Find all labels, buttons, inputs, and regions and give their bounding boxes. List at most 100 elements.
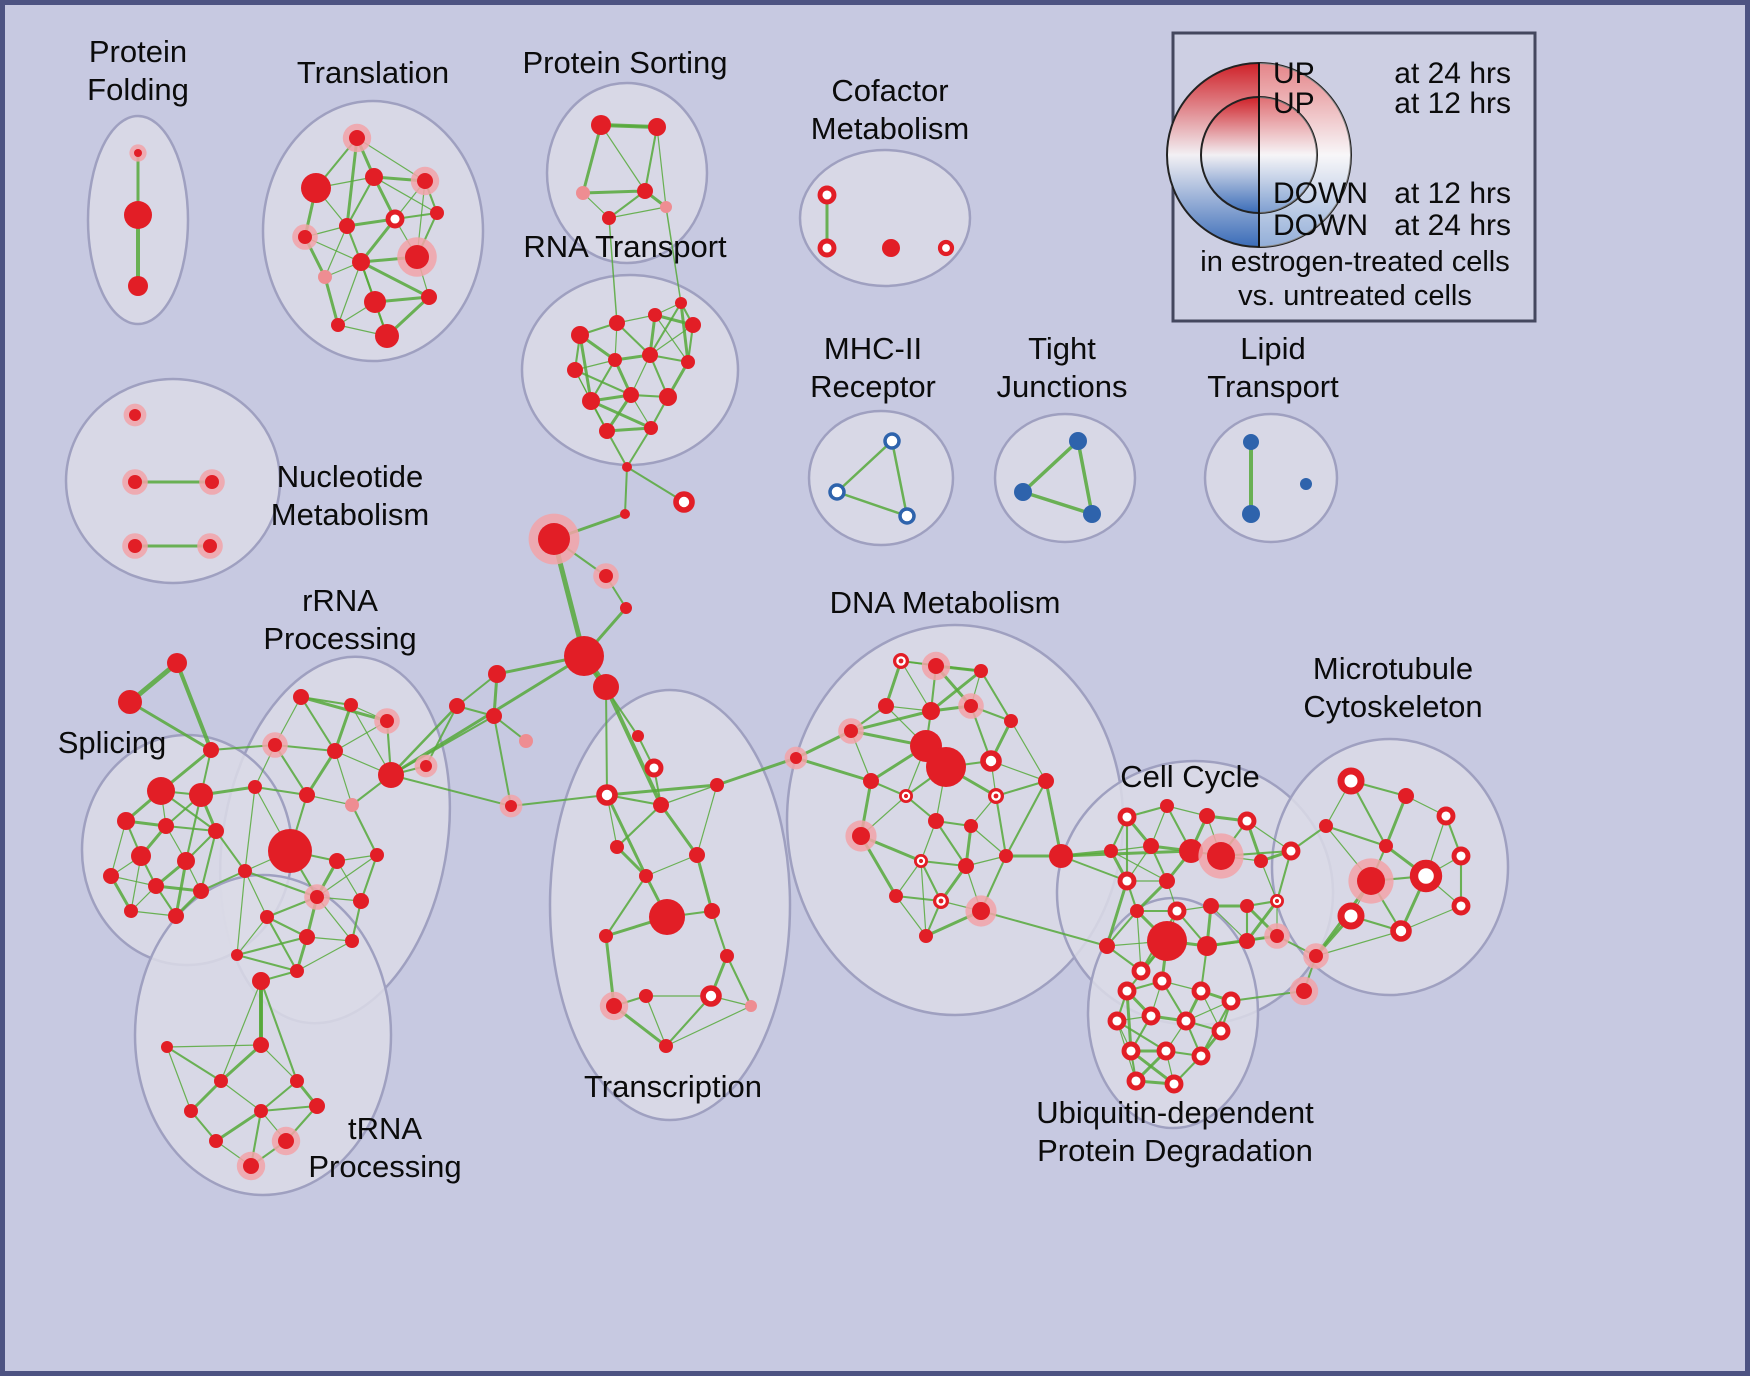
rna-transport-node-solid: [582, 392, 600, 410]
dna-metabolism-node-dot: [988, 788, 1004, 804]
mhc-ii-receptor-ellipse: [807, 409, 955, 547]
cofactor-metabolism-node-ring: [817, 185, 837, 205]
protein-sorting-edge: [581, 123, 603, 195]
cell-cycle-node-solid: [1240, 899, 1254, 913]
rrna-processing-node-solid: [299, 787, 315, 803]
cell-cycle-node-solid: [1099, 938, 1115, 954]
translation-node-solid: [375, 324, 399, 348]
cell-cycle-node-solid: [1104, 844, 1118, 858]
connectors-node-solid: [564, 636, 604, 676]
transcription-node-solid: [639, 869, 653, 883]
lipid-transport-label: Transport: [1207, 369, 1339, 404]
cell-cycle-node-solid: [1254, 854, 1268, 868]
translation-node-solid: [301, 173, 331, 203]
dna-metabolism-node-solid: [974, 664, 988, 678]
splicing-node-solid: [117, 812, 135, 830]
translation-edge: [337, 261, 362, 326]
dna-metabolism-node-solid: [889, 889, 903, 903]
rrna-processing-node-solid: [345, 934, 359, 948]
trna-processing-edge: [166, 1046, 192, 1112]
trna-processing-label: Processing: [308, 1149, 461, 1184]
dna-metabolism-edge: [979, 669, 1013, 723]
trna-processing-edge: [260, 1044, 298, 1082]
transcription-edge: [659, 803, 699, 857]
nucleotide-metabolism-label: Metabolism: [271, 497, 430, 532]
ubiquitin-degradation-node-ring: [1176, 1011, 1196, 1031]
inter-cluster-edge: [605, 686, 608, 796]
connectors-node-solid: [203, 742, 219, 758]
ubiquitin-degradation-node-ring: [1141, 1006, 1161, 1026]
dna-metabolism-node-solid: [863, 773, 879, 789]
cofactor-metabolism-label: Metabolism: [811, 111, 970, 146]
connectors-node-solid: [488, 665, 506, 683]
microtubule-cytoskeleton-label: Cytoskeleton: [1303, 689, 1482, 724]
trna-processing-node-solid: [161, 1041, 173, 1053]
dna-metabolism-node-solid: [878, 698, 894, 714]
trna-processing-edge: [165, 1045, 223, 1083]
rrna-processing-edge: [253, 785, 309, 797]
inter-cluster-edge: [980, 910, 1108, 947]
protein-sorting-edge: [656, 126, 667, 208]
tight-junctions-ellipse: [993, 412, 1137, 544]
ubiquitin-degradation-node-ring: [1121, 1041, 1141, 1061]
transcription-edge: [605, 793, 648, 878]
connectors-node-solid: [486, 708, 502, 724]
cell-cycle-node-ring: [1117, 807, 1137, 827]
tight-junctions-edge: [1076, 439, 1094, 516]
trna-processing-node-solid: [254, 1104, 268, 1118]
splicing-node-solid: [193, 883, 209, 899]
transcription-node-pink: [745, 1000, 757, 1012]
protein-sorting-node-solid: [602, 211, 616, 225]
transcription-node-ring: [596, 784, 618, 806]
cell-cycle-node-solid: [1143, 838, 1159, 854]
connectors-node-halo: [499, 794, 523, 818]
connectors-edge: [624, 466, 628, 515]
transcription-node-solid: [710, 778, 724, 792]
rna-transport-ellipse: [520, 273, 740, 467]
protein-folding-node-halo: [129, 144, 147, 162]
microtubule-cytoskeleton-node-solid: [1319, 819, 1333, 833]
translation-node-ring: [385, 209, 405, 229]
rrna-processing-node-solid: [378, 762, 404, 788]
inter-cluster-edge: [200, 870, 246, 892]
protein-sorting-node-solid: [648, 118, 666, 136]
lipid-transport-node-blue: [1243, 434, 1259, 450]
rna-transport-node-solid: [608, 353, 622, 367]
connectors-edge: [493, 715, 512, 807]
inter-cluster-edge: [390, 715, 495, 776]
dna-metabolism-node-halo: [845, 820, 877, 852]
splicing-node-solid: [158, 818, 174, 834]
rrna-processing-node-halo: [262, 732, 288, 758]
cell-cycle-node-solid: [1147, 921, 1187, 961]
dna-metabolism-node-dot: [914, 854, 928, 868]
connectors-node-halo: [784, 746, 808, 770]
rrna-processing-node-solid: [260, 910, 274, 924]
rna-transport-edge: [648, 301, 683, 357]
inter-cluster-edge: [608, 217, 618, 324]
cell-cycle-node-ring: [1167, 901, 1187, 921]
microtubule-cytoskeleton-node-ring: [1337, 767, 1365, 795]
cofactor-metabolism-node-ring: [937, 239, 955, 257]
inter-cluster-edge: [389, 704, 459, 777]
protein-sorting-node-pink: [660, 201, 672, 213]
connectors-edge: [626, 466, 685, 503]
transcription-edge: [695, 853, 714, 913]
nucleotide-metabolism-node-halo: [123, 403, 147, 427]
translation-edge: [323, 275, 340, 327]
inter-cluster-edge: [1044, 779, 1063, 858]
cell-cycle-edge: [1136, 910, 1142, 972]
cell-cycle-node-solid: [1160, 799, 1174, 813]
mhc-ii-receptor-node-blue-ring: [828, 483, 846, 501]
connectors-node-ring: [644, 758, 664, 778]
mhc-ii-receptor-edge: [835, 490, 909, 518]
legend-time-label: at 12 hrs: [1394, 87, 1511, 120]
network-nodes: [103, 115, 1471, 1181]
ubiquitin-degradation-node-ring: [1164, 1074, 1184, 1094]
mhc-ii-receptor-label: MHC-II: [824, 331, 922, 366]
translation-edge: [359, 260, 431, 299]
dna-metabolism-edge: [1010, 720, 1047, 782]
trna-processing-node-solid: [184, 1104, 198, 1118]
transcription-node-solid: [639, 989, 653, 1003]
dna-metabolism-node-solid: [999, 849, 1013, 863]
